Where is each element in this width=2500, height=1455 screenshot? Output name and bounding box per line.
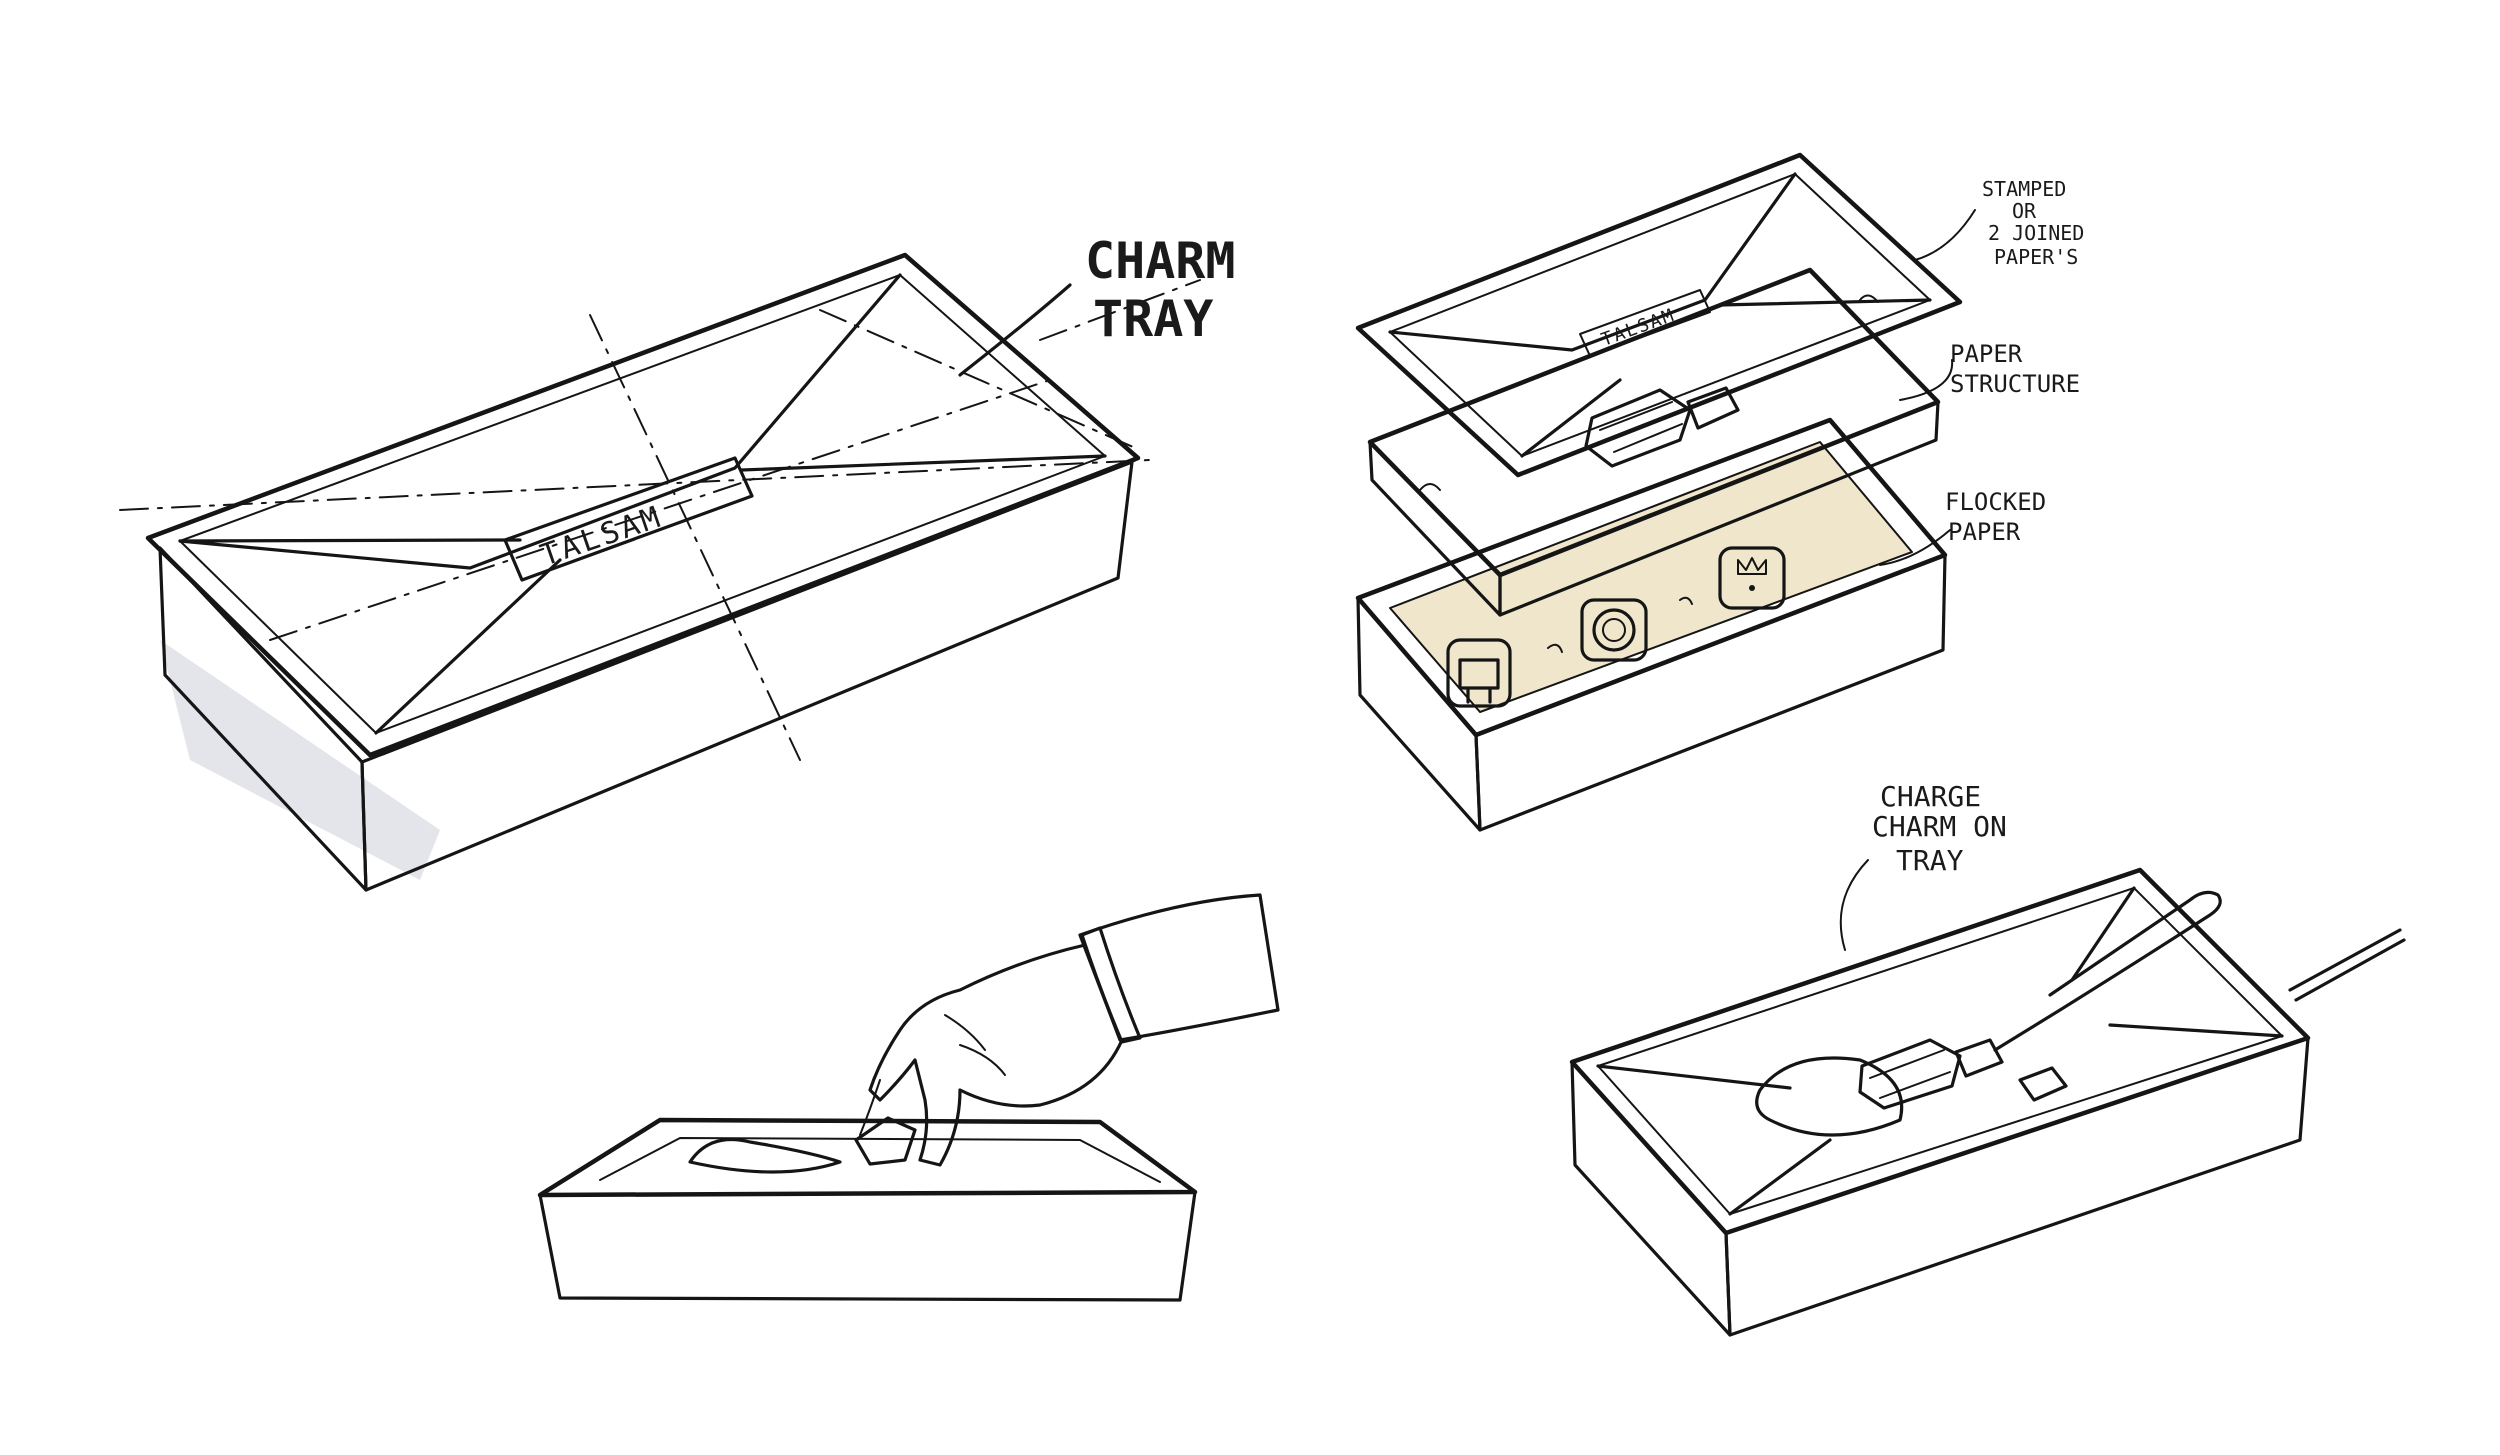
closed-tray-sketch: TALSAM [119, 252, 1201, 892]
paper-structure-label: PAPER STRUCTURE [1899, 340, 2080, 401]
hand-tray-top [537, 1117, 1198, 1198]
charging-charm-gem [1858, 1038, 1962, 1110]
charging-tray-sketch [1569, 867, 2406, 1337]
hand-charm-gem [854, 1116, 917, 1166]
bottom-box-rim [1355, 417, 1948, 738]
exploded-lid-brand-plate [1579, 289, 1711, 357]
hand-outline [868, 943, 1124, 1167]
flocked-paper-leader [1879, 529, 1951, 566]
exploded-lid-brand-text: TALSAM [1599, 305, 1679, 351]
charge-tray-label-line3: TRAY [1896, 844, 1964, 877]
charge-tray-label: CHARGE CHARM ON TRAY [1839, 780, 2007, 951]
cable-coil-icon [1592, 608, 1636, 652]
stamped-leader [1914, 209, 1976, 261]
paper-structure-label-line1: PAPER [1950, 340, 2023, 368]
stamped-label-line3: 2 JOINED [1988, 221, 2084, 245]
detached-cap [2018, 1066, 2068, 1102]
charging-tray-fold-lines [1596, 886, 2284, 1216]
crown-icon [1737, 557, 1767, 575]
exploded-lid-fold-lines [1388, 172, 1932, 458]
closed-tray-brand-plate [503, 456, 754, 582]
hand-tray-recess [688, 1137, 842, 1174]
hand-sleeve [1078, 893, 1280, 1042]
charging-recess [1755, 1056, 1904, 1137]
stamped-label-line1: STAMPED [1982, 177, 2066, 201]
hand-cuff [1080, 926, 1142, 1044]
closed-tray-construction-lines [119, 279, 1201, 761]
cavity-plug [1446, 638, 1512, 708]
charging-cable [1993, 890, 2222, 1052]
cavity-charm [1718, 546, 1786, 610]
charge-tray-label-line1: CHARGE [1880, 780, 1981, 813]
hand-placing-charm-sketch [537, 893, 1280, 1302]
paper-structure-top [1367, 267, 1941, 578]
stamped-label-line2: OR [2012, 199, 2037, 223]
hand-tray-front [538, 1190, 1197, 1302]
paper-structure-leader [1899, 359, 1954, 401]
flocked-paper-label: FLOCKED PAPER [1879, 488, 2046, 566]
charge-tray-leader [1839, 859, 1869, 951]
charm-tray-label-line1: CHARM [1085, 232, 1236, 290]
flocked-paper-insert [1390, 442, 1912, 712]
charm-tray-label-line2: TRAY [1093, 290, 1213, 348]
flocked-paper-dots [1389, 441, 1913, 713]
closed-tray-shadow [160, 640, 440, 880]
exploded-view-sketch: TALSAM [1355, 152, 1963, 832]
closed-tray-fold-lines [178, 273, 1107, 735]
charge-tray-label-line2: CHARM ON [1872, 810, 2007, 843]
charm-tray-leader [958, 283, 1072, 377]
flocked-paper-label-line2: PAPER [1948, 518, 2021, 546]
flocked-paper-label-line1: FLOCKED [1945, 488, 2046, 516]
insert-cavities [1446, 546, 1786, 708]
closed-tray-side [360, 460, 1134, 892]
paper-structure-label-line2: STRUCTURE [1950, 370, 2080, 398]
charging-tray-front [1570, 1060, 1732, 1337]
charm-tray-label: CHARM TRAY [958, 232, 1236, 377]
charging-cable-back [2288, 928, 2406, 1002]
plug-icon [1458, 658, 1500, 704]
stamped-label-line4: PAPER'S [1994, 245, 2078, 269]
charm-cap [1686, 386, 1740, 430]
cavity-cable [1580, 598, 1648, 662]
charging-connector [1954, 1038, 2004, 1078]
charging-tray-lid [1569, 867, 2311, 1236]
exploded-lid [1355, 152, 1963, 478]
stamped-label: STAMPED OR 2 JOINED PAPER'S [1914, 177, 2084, 269]
closed-tray-brand-text: TALSAM [536, 499, 667, 573]
closed-tray-lid [145, 252, 1141, 758]
